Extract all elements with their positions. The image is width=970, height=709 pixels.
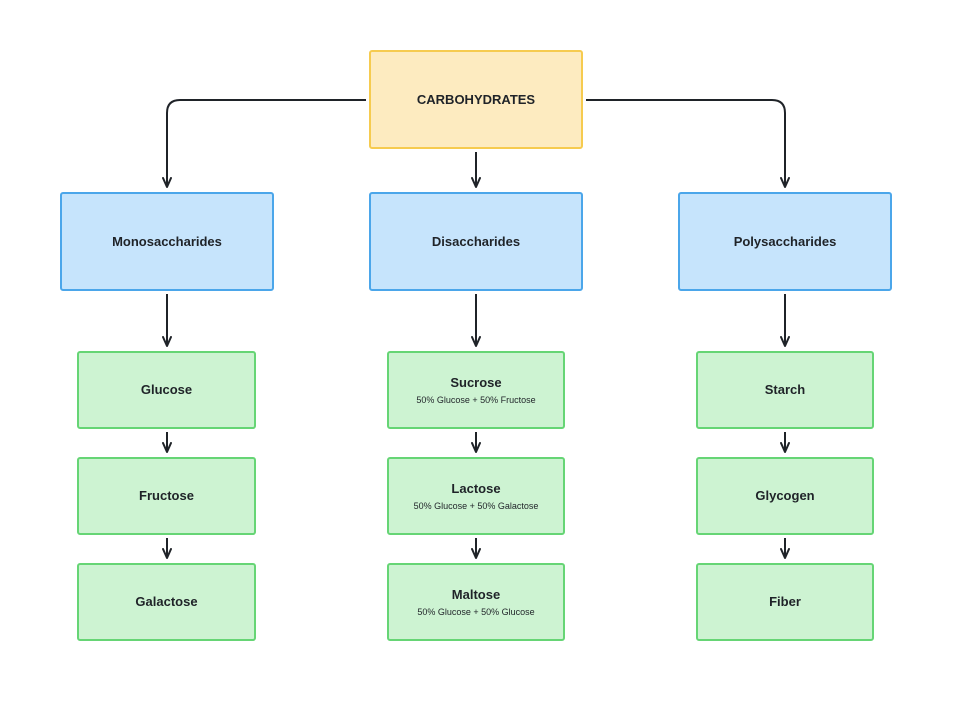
item-label: Maltose: [451, 587, 501, 603]
item-label: Glucose: [140, 382, 193, 398]
item-composition: 50% Glucose + 50% Galactose: [413, 500, 539, 511]
item-composition: 50% Glucose + 50% Fructose: [416, 394, 536, 405]
item-composition: 50% Glucose + 50% Glucose: [417, 606, 535, 617]
item-label: Starch: [764, 382, 806, 398]
category-node-disaccharides: Disaccharides: [369, 192, 583, 291]
item-label: Sucrose: [450, 375, 502, 391]
item-label: Fructose: [139, 488, 194, 504]
category-label: Monosaccharides: [112, 233, 222, 249]
item-node-lactose: Lactose 50% Glucose + 50% Galactose: [387, 457, 565, 535]
item-node-fiber: Fiber: [696, 563, 874, 641]
item-node-starch: Starch: [696, 351, 874, 429]
item-node-galactose: Galactose: [77, 563, 256, 641]
category-node-polysaccharides: Polysaccharides: [678, 192, 892, 291]
category-label: Disaccharides: [431, 233, 521, 249]
item-node-glucose: Glucose: [77, 351, 256, 429]
item-label: Lactose: [451, 481, 501, 497]
root-node-carbohydrates: CARBOHYDRATES: [369, 50, 583, 149]
item-node-glycogen: Glycogen: [696, 457, 874, 535]
item-label: Glycogen: [755, 488, 815, 504]
connector-root-to-polysaccharides: [586, 99, 790, 188]
item-label: Fiber: [769, 594, 801, 610]
item-node-maltose: Maltose 50% Glucose + 50% Glucose: [387, 563, 565, 641]
category-node-monosaccharides: Monosaccharides: [60, 192, 274, 291]
item-node-fructose: Fructose: [77, 457, 256, 535]
category-label: Polysaccharides: [733, 233, 837, 249]
item-label: Galactose: [135, 594, 198, 610]
connector-root-to-monosaccharides: [162, 99, 366, 188]
item-node-sucrose: Sucrose 50% Glucose + 50% Fructose: [387, 351, 565, 429]
root-node-label: CARBOHYDRATES: [416, 91, 536, 107]
